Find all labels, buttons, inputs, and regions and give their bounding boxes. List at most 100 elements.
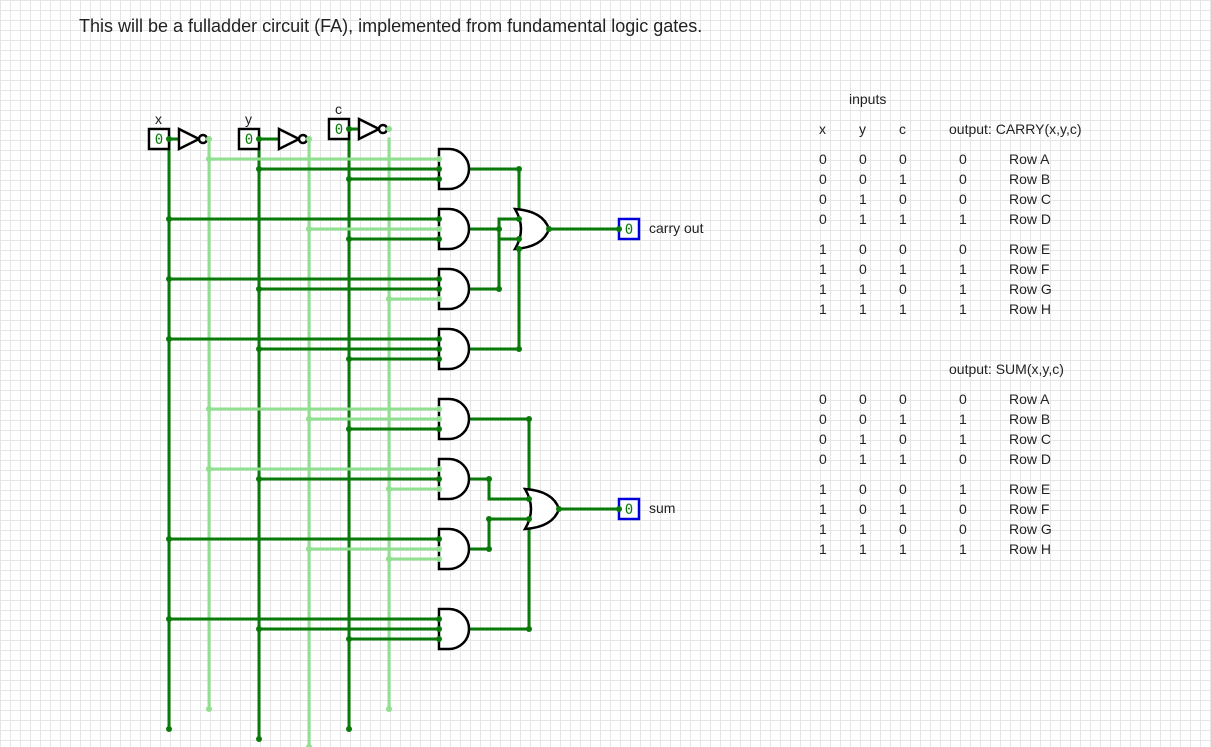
- sum_rows-y: 1: [859, 431, 867, 447]
- junction-dot: [516, 236, 522, 242]
- sum_rows-y: 1: [859, 521, 867, 537]
- junction-dot: [526, 626, 532, 632]
- carry_rows-y: 0: [859, 261, 867, 277]
- junction-dot: [556, 506, 562, 512]
- sum_rows-out: 1: [959, 541, 967, 557]
- junction-dot: [436, 216, 442, 222]
- junction-dot: [486, 516, 492, 522]
- junction-dot: [256, 286, 262, 292]
- carry_rows-label: Row F: [1009, 261, 1050, 277]
- sum_rows-x: 0: [819, 431, 827, 447]
- junction-dot: [436, 236, 442, 242]
- junction-dot: [346, 636, 352, 642]
- carry_rows-c: 1: [899, 171, 907, 187]
- and-gate: [437, 267, 471, 311]
- junction-dot: [346, 236, 352, 242]
- sum_rows-c: 1: [899, 411, 907, 427]
- junction-dot: [256, 626, 262, 632]
- junction-dot: [206, 136, 212, 142]
- sum_rows-out: 0: [959, 451, 967, 467]
- sum_rows-x: 0: [819, 411, 827, 427]
- col-header-x: x: [819, 121, 826, 137]
- junction-dot: [436, 486, 442, 492]
- output-label-sum: sum: [649, 500, 676, 516]
- sum_rows-c: 1: [899, 501, 907, 517]
- junction-dot: [436, 426, 442, 432]
- carry_rows-c: 0: [899, 281, 907, 297]
- sum_rows-c: 1: [899, 451, 907, 467]
- junction-dot: [436, 346, 442, 352]
- not-gate: [277, 126, 302, 152]
- junction-dot: [306, 226, 312, 232]
- junction-dot: [616, 506, 622, 512]
- junction-dot: [436, 156, 442, 162]
- carry_rows-out: 1: [959, 211, 967, 227]
- carry_rows-x: 0: [819, 171, 827, 187]
- carry_rows-x: 0: [819, 191, 827, 207]
- junction-dot: [496, 226, 502, 232]
- carry_rows-x: 0: [819, 211, 827, 227]
- junction-dot: [346, 126, 352, 132]
- junction-dot: [486, 546, 492, 552]
- sum_rows-out: 1: [959, 481, 967, 497]
- carry_rows-y: 1: [859, 211, 867, 227]
- carry_rows-c: 0: [899, 151, 907, 167]
- sum_rows-x: 1: [819, 481, 827, 497]
- carry_rows-x: 1: [819, 241, 827, 257]
- sum_rows-x: 1: [819, 541, 827, 557]
- sum_rows-x: 0: [819, 451, 827, 467]
- carry_rows-y: 0: [859, 151, 867, 167]
- output-label-carry: carry out: [649, 220, 704, 236]
- sum_rows-y: 1: [859, 541, 867, 557]
- junction-dot: [206, 706, 212, 712]
- junction-dot: [516, 246, 522, 252]
- junction-dot: [166, 726, 172, 732]
- carry_rows-y: 0: [859, 171, 867, 187]
- sum_rows-label: Row G: [1009, 521, 1052, 537]
- junction-dot: [436, 296, 442, 302]
- sum_rows-y: 0: [859, 501, 867, 517]
- junction-dot: [166, 536, 172, 542]
- sum_rows-label: Row H: [1009, 541, 1052, 557]
- sum_rows-out: 0: [959, 391, 967, 407]
- junction-dot: [436, 546, 442, 552]
- junction-dot: [386, 556, 392, 562]
- junction-dot: [346, 426, 352, 432]
- not-gate-bubble: [297, 133, 309, 145]
- junction-dot: [306, 744, 312, 747]
- sum_rows-label: Row F: [1009, 501, 1050, 517]
- junction-dot: [516, 166, 522, 172]
- carry_rows-c: 1: [899, 211, 907, 227]
- junction-dot: [206, 406, 212, 412]
- junction-dot: [436, 176, 442, 182]
- junction-dot: [346, 356, 352, 362]
- carry_rows-label: Row H: [1009, 301, 1052, 317]
- carry_rows-y: 1: [859, 281, 867, 297]
- junction-dot: [386, 706, 392, 712]
- sum_rows-out: 1: [959, 411, 967, 427]
- junction-dot: [526, 496, 532, 502]
- carry_rows-label: Row E: [1009, 241, 1051, 257]
- junction-dot: [436, 356, 442, 362]
- carry_rows-c: 1: [899, 301, 907, 317]
- sum_rows-label: Row A: [1009, 391, 1050, 407]
- input-pin-value: 0: [335, 122, 343, 138]
- sum_rows-label: Row D: [1009, 451, 1052, 467]
- carry-header: output: CARRY(x,y,c): [949, 121, 1082, 137]
- and-gate: [437, 327, 471, 371]
- junction-dot: [166, 276, 172, 282]
- input-pin-value: 0: [155, 132, 163, 148]
- inputs-header: inputs: [849, 91, 887, 107]
- sum_rows-out: 1: [959, 431, 967, 447]
- gates: [177, 116, 561, 651]
- sum_rows-y: 0: [859, 391, 867, 407]
- input-label-x: x: [155, 111, 162, 127]
- junction-dot: [436, 636, 442, 642]
- sum_rows-x: 1: [819, 501, 827, 517]
- junction-dot: [256, 346, 262, 352]
- and-gate: [437, 607, 471, 651]
- sum_rows-y: 0: [859, 481, 867, 497]
- junction-dot: [436, 556, 442, 562]
